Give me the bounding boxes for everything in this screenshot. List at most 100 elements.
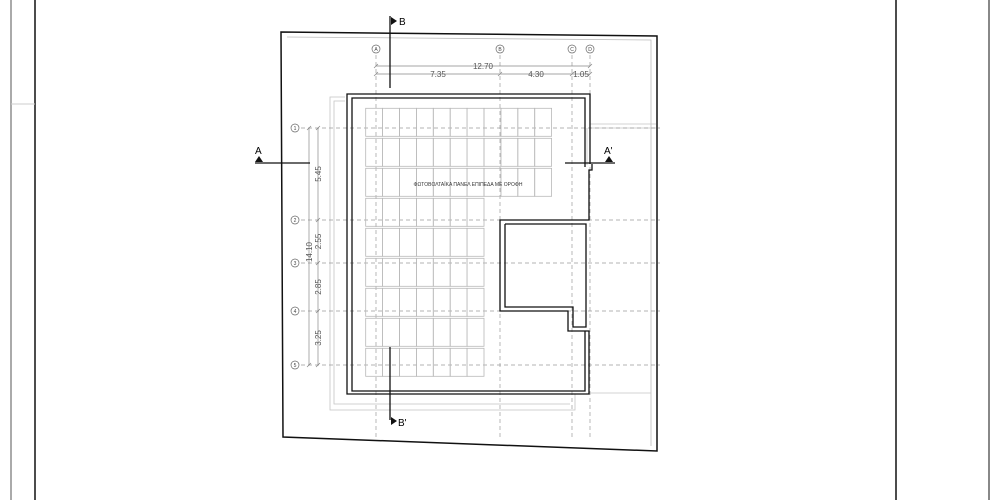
solar-panel (432, 317, 451, 347)
solar-panel (432, 137, 451, 167)
dimension-tick (497, 71, 503, 77)
section-arrow-icon (391, 17, 397, 25)
solar-panel (432, 347, 451, 377)
solar-panel (415, 347, 434, 377)
grid-label-C: C (570, 47, 574, 53)
solar-panel (466, 347, 485, 377)
grid-bubble-1 (290, 123, 300, 133)
dimension-tick (315, 125, 321, 131)
dimension-segment-horizontal: 1.05 (573, 70, 589, 79)
solar-panel (449, 137, 468, 167)
grid-bubble-5 (290, 360, 300, 370)
grid-bubble-4 (290, 306, 300, 316)
dimension-tick (373, 63, 379, 69)
roof-offset-lines (329, 96, 656, 411)
solar-panel (466, 317, 485, 347)
grid-label-1: 1 (294, 126, 297, 132)
solar-panel (432, 197, 451, 227)
solar-panel (534, 137, 553, 167)
grid-bubble-A (371, 44, 381, 54)
solar-panel (399, 197, 417, 227)
dimension-segment-horizontal: 4.30 (528, 70, 544, 79)
solar-panel (382, 137, 400, 167)
dimension-segment-vertical: 3.25 (314, 330, 323, 346)
grid-label-B: B (498, 47, 502, 53)
solar-panel (365, 287, 384, 317)
solar-panel (365, 347, 384, 377)
section-b: B B' (389, 16, 407, 429)
solar-panel (415, 257, 434, 287)
solar-panel (399, 317, 417, 347)
solar-panel (399, 137, 417, 167)
solar-panel (365, 317, 384, 347)
solar-panel (483, 107, 502, 137)
solar-panel (449, 347, 468, 377)
solar-panel (399, 107, 417, 137)
dimension-tick (306, 362, 312, 368)
solar-panel (415, 197, 434, 227)
panel-note: ΦΩΤΟΒΟΛΤΑΪΚΑ ΠΑΝΕΛ ΕΠΙΠΕΔΑ ΜΕ ΟΡΟΦΗ (414, 181, 523, 188)
building-outline (346, 93, 593, 395)
solar-panel (432, 287, 451, 317)
site-boundary (280, 31, 658, 452)
solar-panel (517, 107, 536, 137)
dimension-segment-vertical: 2.85 (314, 279, 323, 295)
grid-label-2: 2 (294, 218, 297, 224)
grid-bubble-B (495, 44, 505, 54)
solar-panel (382, 257, 400, 287)
dimension-tick (373, 71, 379, 77)
dimension-tick (306, 125, 312, 131)
solar-panel (449, 317, 468, 347)
solar-panel (500, 137, 519, 167)
grid-label-3: 3 (294, 261, 297, 267)
solar-panel (534, 167, 553, 197)
solar-panel (432, 227, 451, 257)
dimension-tick (587, 71, 593, 77)
dimension-total-horizontal: 12.70 (473, 62, 494, 71)
solar-panel (365, 227, 384, 257)
solar-panel (466, 197, 485, 227)
solar-panel (382, 347, 400, 377)
solar-panel (365, 257, 384, 287)
dimension-segment-vertical: 5.45 (314, 166, 323, 182)
grid-label-D: D (588, 47, 592, 53)
dimension-segment-vertical: 2.55 (314, 233, 323, 249)
grid-bubble-C (567, 44, 577, 54)
solar-panel (449, 287, 468, 317)
solar-panel (399, 227, 417, 257)
sheet-frame (10, 0, 990, 500)
solar-panel (399, 347, 417, 377)
section-a: A A' (255, 146, 615, 164)
solar-panel (483, 137, 502, 167)
dimension-segment-horizontal: 7.35 (430, 70, 446, 79)
solar-panel (382, 107, 400, 137)
section-a-left-label: A (255, 146, 262, 157)
solar-panel (449, 197, 468, 227)
solar-panel (432, 107, 451, 137)
section-b-bottom-label: B' (398, 418, 407, 429)
solar-panel (415, 227, 434, 257)
solar-panel (432, 257, 451, 287)
grid-label-4: 4 (294, 309, 297, 315)
solar-panel (449, 227, 468, 257)
section-arrow-icon (391, 417, 397, 425)
solar-panel (399, 287, 417, 317)
solar-panel (534, 107, 553, 137)
solar-panel (449, 107, 468, 137)
solar-panel (365, 107, 384, 137)
solar-panel (449, 257, 468, 287)
dimension-total-vertical: 14.10 (305, 241, 314, 262)
section-arrow-icon (605, 156, 613, 162)
section-a-right-label: A' (604, 146, 613, 157)
solar-panel-array (365, 107, 553, 377)
solar-panel (466, 107, 485, 137)
solar-panel (466, 287, 485, 317)
grid-bubble-3 (290, 258, 300, 268)
solar-panel (382, 167, 400, 197)
solar-panel (382, 287, 400, 317)
grid-label-5: 5 (294, 363, 297, 369)
dimension-tick (315, 362, 321, 368)
solar-panel (382, 227, 400, 257)
